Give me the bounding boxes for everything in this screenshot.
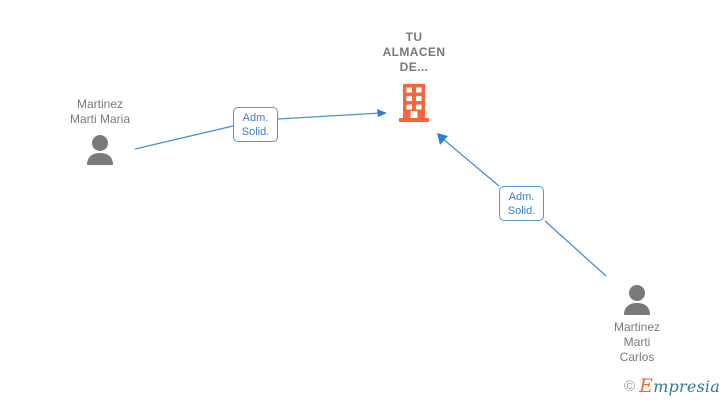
edge-carlos-to-company — [437, 133, 607, 277]
person-label: Martinez Marti Carlos — [613, 320, 660, 364]
company-node[interactable]: TU ALMACEN DE... — [355, 30, 473, 122]
person-node-carlos[interactable]: Martinez Marti Carlos — [582, 283, 692, 365]
person-label: Martinez Marti Maria — [69, 97, 130, 126]
company-title: TU ALMACEN DE... — [382, 30, 446, 74]
person-node-maria[interactable]: Martinez Marti Maria — [42, 97, 158, 165]
person-icon[interactable] — [620, 283, 654, 315]
edge-maria-to-company — [134, 109, 387, 150]
brand-logo: Empresia — [639, 377, 720, 396]
relation-label-adm-solid-carlos[interactable]: Adm. Solid. — [499, 186, 544, 221]
brand-rest: mpresia — [653, 377, 720, 396]
relation-label-adm-solid-maria[interactable]: Adm. Solid. — [233, 107, 278, 142]
brand-initial: E — [639, 375, 654, 397]
copyright-icon: © — [624, 378, 636, 395]
watermark: © Empresia — [624, 377, 720, 396]
building-icon[interactable] — [399, 84, 429, 122]
person-icon[interactable] — [83, 133, 117, 165]
